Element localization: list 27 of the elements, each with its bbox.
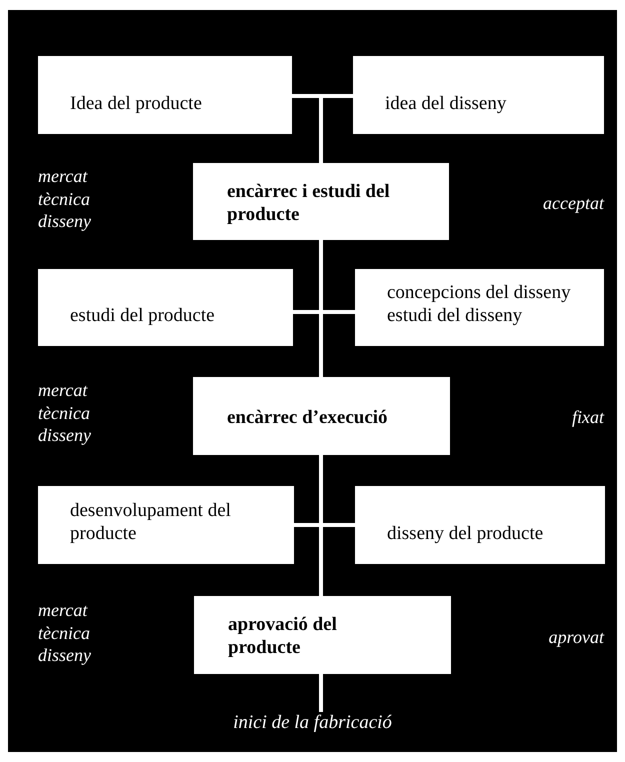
box-text: desenvolupament del producte bbox=[70, 500, 232, 546]
process-box bbox=[38, 486, 294, 564]
process-box bbox=[355, 269, 604, 346]
side-note: mercat tècnica disseny bbox=[38, 379, 92, 446]
milestone-box bbox=[194, 596, 451, 674]
side-note: aprovat bbox=[548, 626, 604, 648]
box-text: idea del disseny bbox=[385, 93, 508, 116]
box-text: encàrrec d’execució bbox=[227, 406, 389, 430]
side-note: mercat tècnica disseny bbox=[38, 599, 92, 666]
milestone-box bbox=[193, 163, 449, 240]
process-box bbox=[38, 269, 293, 346]
process-box bbox=[353, 56, 604, 134]
milestone-box bbox=[193, 377, 450, 455]
box-text: aprovació del producte bbox=[228, 614, 338, 660]
end-label: inici de la fabricació bbox=[233, 712, 392, 735]
side-note: acceptat bbox=[543, 192, 604, 214]
box-text: disseny del producte bbox=[387, 523, 544, 546]
box-text: concepcions del disseny bbox=[387, 282, 572, 306]
box-text: estudi del producte bbox=[70, 305, 216, 328]
side-note: mercat tècnica disseny bbox=[38, 165, 92, 232]
box-text: Idea del producte bbox=[70, 93, 203, 116]
process-box bbox=[38, 56, 292, 134]
side-note: fixat bbox=[572, 406, 604, 428]
box-text: estudi del disseny bbox=[387, 305, 524, 328]
connector-line bbox=[319, 674, 323, 712]
process-box bbox=[355, 486, 605, 564]
box-text: encàrrec i estudi del producte bbox=[227, 180, 391, 226]
